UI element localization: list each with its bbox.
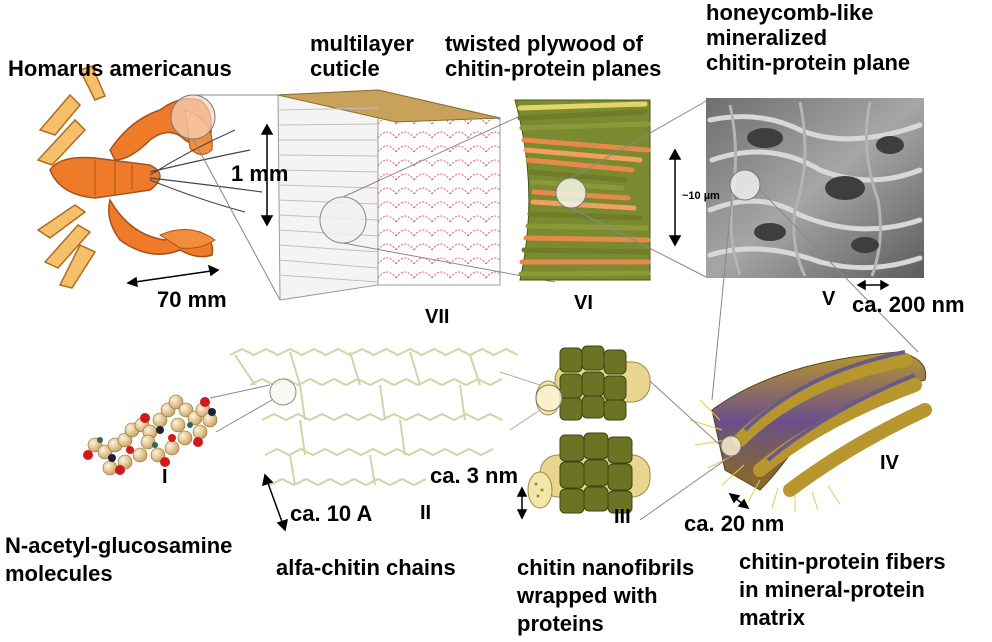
label-roman-VII: VII	[425, 306, 450, 328]
label-roman-IV: IV	[880, 452, 899, 474]
label-scale-1mm: 1 mm	[231, 161, 289, 186]
label-nanofibrils-3: proteins	[517, 611, 604, 636]
label-fibers-1: chitin-protein fibers	[739, 549, 946, 574]
label-scale-3nm: ca. 3 nm	[430, 463, 519, 488]
chain-zoom-circle	[269, 378, 297, 406]
scale-arrow-3nm	[516, 486, 528, 520]
zoom-lines-5	[639, 371, 732, 521]
zoom-lines-3	[570, 99, 709, 279]
sem-micrograph	[706, 98, 924, 278]
scale-arrow-1mm	[260, 123, 274, 227]
nanofibrils-lower	[527, 432, 651, 514]
label-nanofibrils-2: wrapped with	[517, 583, 658, 608]
label-scale-10um: ~10 µm	[682, 190, 720, 202]
label-twisted-1: twisted plywood of	[445, 31, 643, 56]
label-alfa-chitin: alfa-chitin chains	[276, 555, 456, 580]
label-multilayer-2: cuticle	[310, 56, 380, 81]
label-scale-200nm: ca. 200 nm	[852, 292, 965, 317]
label-roman-III: III	[614, 506, 631, 528]
zoom-lines-6	[499, 371, 541, 431]
scale-arrow-70mm	[126, 264, 220, 288]
label-roman-I: I	[162, 466, 168, 488]
scale-arrow-20nm	[728, 492, 750, 510]
label-nag-2: molecules	[5, 561, 113, 586]
label-roman-II: II	[420, 502, 432, 524]
nag-molecule-model	[83, 394, 218, 476]
label-fibers-3: matrix	[739, 605, 806, 630]
label-roman-V: V	[822, 288, 836, 310]
label-honeycomb-1: honeycomb-like	[706, 0, 874, 25]
label-honeycomb-2: mineralized	[706, 25, 828, 50]
scale-arrow-10um	[668, 148, 682, 247]
twisted-plywood-block	[514, 99, 651, 281]
label-homarus: Homarus americanus	[8, 56, 232, 81]
label-multilayer-1: multilayer	[310, 31, 414, 56]
label-fibers-2: in mineral-protein	[739, 577, 925, 602]
zoom-lines-4	[711, 189, 919, 401]
label-honeycomb-3: chitin-protein plane	[706, 50, 911, 75]
label-nag-1: N-acetyl-glucosamine	[5, 533, 233, 558]
zoom-lines-7	[209, 384, 273, 433]
label-scale-10A: ca. 10 A	[290, 501, 373, 526]
label-scale-70mm: 70 mm	[157, 287, 227, 312]
label-twisted-2: chitin-protein planes	[445, 56, 662, 81]
chitin-protein-fibers	[689, 350, 932, 512]
lobster-drawing	[36, 65, 263, 289]
multilayer-cuticle-block	[277, 89, 501, 301]
label-scale-20nm: ca. 20 nm	[684, 511, 785, 536]
zoom-lines-1	[192, 94, 281, 301]
scale-arrow-10A	[262, 473, 288, 532]
label-roman-VI: VI	[574, 292, 593, 314]
label-nanofibrils-1: chitin nanofibrils	[517, 555, 695, 580]
nanofibril-zoom-circle	[535, 384, 563, 412]
scale-arrow-200nm	[856, 279, 890, 291]
